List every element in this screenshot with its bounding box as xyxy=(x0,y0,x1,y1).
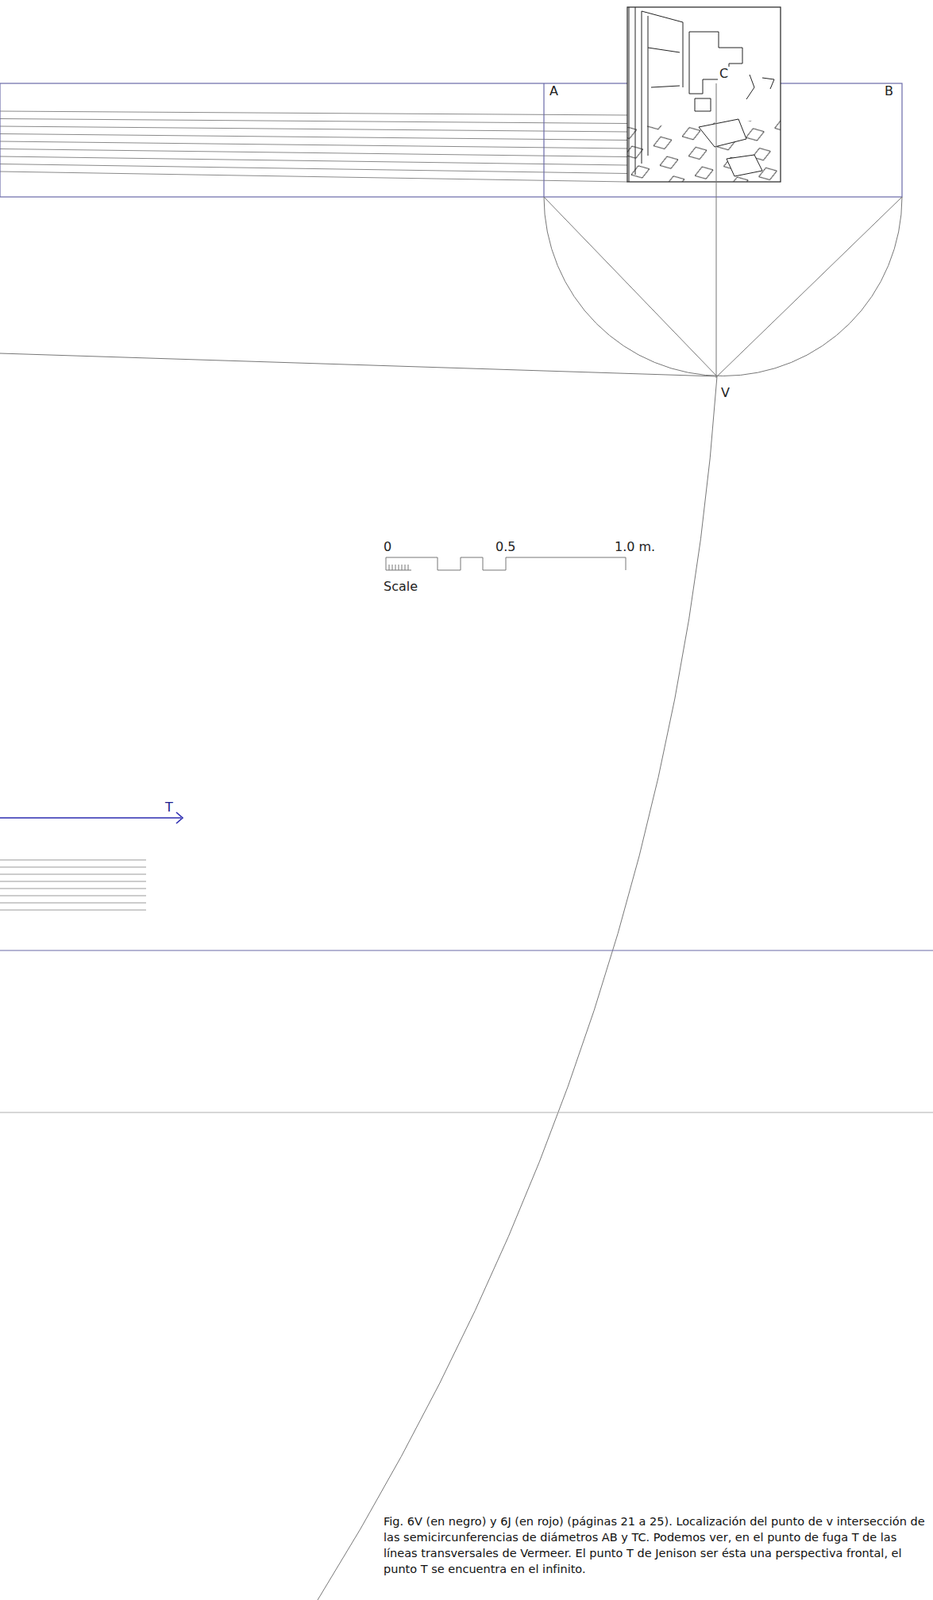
principal-vertical xyxy=(716,83,718,378)
arrow-to-t xyxy=(176,812,183,824)
transversal-line xyxy=(0,156,628,166)
bundle-line xyxy=(0,874,147,876)
bundle-line xyxy=(0,859,147,861)
point-label: V xyxy=(719,385,732,401)
bundle-line xyxy=(0,881,147,883)
painting-inset xyxy=(627,7,781,182)
bundle-line xyxy=(0,895,147,897)
figure-caption: Fig. 6V (en negro) y 6J (en rojo) (págin… xyxy=(383,1513,926,1577)
bundle-line xyxy=(0,888,147,890)
scale-tick xyxy=(395,564,397,571)
transversal-line xyxy=(0,141,628,149)
ray-tv xyxy=(0,353,718,377)
transversal-line xyxy=(0,164,628,174)
vanishing-line-t xyxy=(0,817,182,818)
scale-tick xyxy=(389,564,390,571)
semicircle-tc xyxy=(317,376,718,1600)
point-label: T xyxy=(163,800,175,815)
scale-tick xyxy=(408,564,409,571)
scale-tick xyxy=(401,564,403,571)
point-label: B xyxy=(882,84,895,99)
transversal-line xyxy=(0,134,628,141)
ray-av xyxy=(543,196,718,377)
transversal-line xyxy=(0,149,628,158)
transversal-line xyxy=(0,119,628,124)
ray-bv xyxy=(717,196,903,377)
scale-bar xyxy=(385,557,626,571)
transversal-lines xyxy=(0,111,628,182)
point-label: A xyxy=(547,84,560,99)
bundle-line xyxy=(0,867,147,868)
scale-unit: 1.0 m. xyxy=(613,539,657,555)
bundle-line xyxy=(0,909,147,911)
scale-number: 0.5 xyxy=(493,539,517,555)
scale-number: 0 xyxy=(381,539,394,555)
transversal-line xyxy=(0,126,628,132)
transversal-line xyxy=(0,171,628,182)
horizon-line xyxy=(0,949,933,951)
scale-tick xyxy=(398,564,400,571)
point-label: C xyxy=(717,66,730,81)
scale-title: Scale xyxy=(381,579,420,594)
transversal-line xyxy=(0,111,628,116)
ground-line xyxy=(0,1112,933,1114)
scale-tick xyxy=(392,564,394,571)
semicircle-ab xyxy=(543,196,903,376)
scale-tick xyxy=(404,564,406,571)
edge-line xyxy=(543,83,544,197)
line-bundle xyxy=(0,859,147,910)
bundle-line xyxy=(0,902,147,904)
